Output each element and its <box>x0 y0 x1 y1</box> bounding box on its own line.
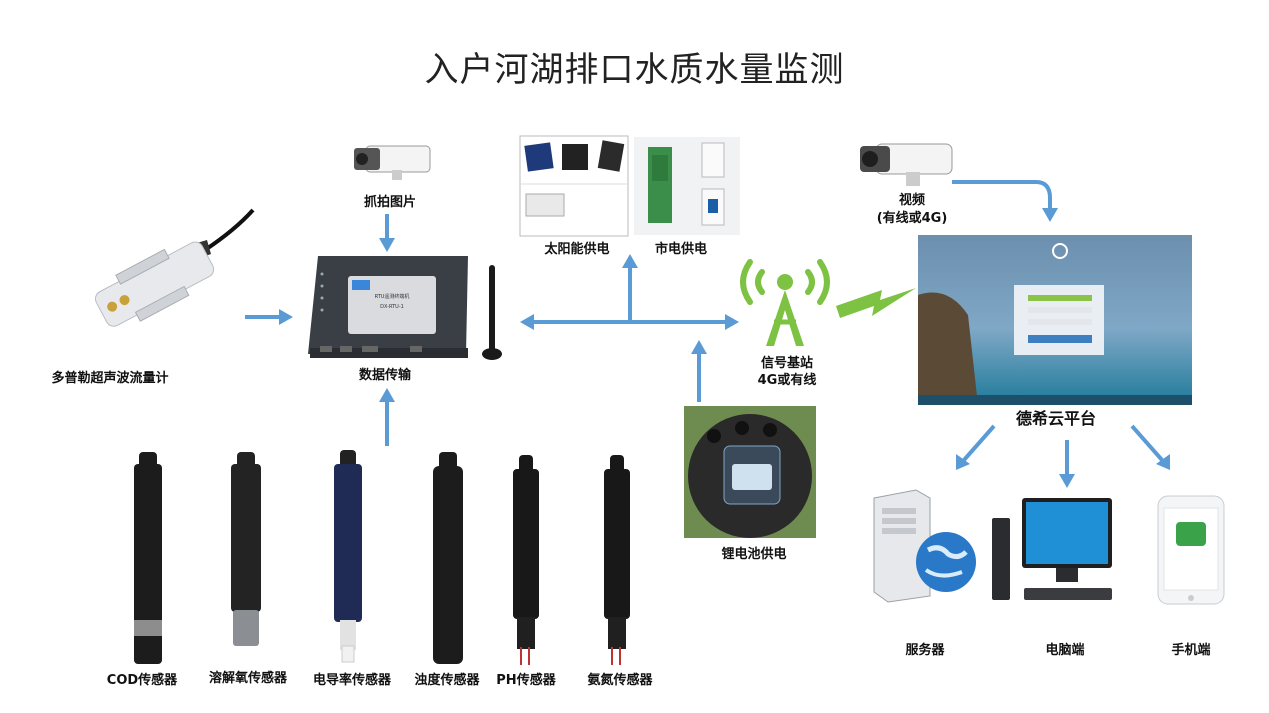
arrow-cloud-to-server <box>956 424 996 470</box>
sensor-label-cod: COD传感器 <box>106 673 178 688</box>
battery-label: 锂电池供电 <box>721 547 787 562</box>
doppler-flowmeter-image <box>85 208 260 340</box>
signal-tower-icon <box>732 250 838 348</box>
arrow-video-to-cloud <box>952 180 1058 222</box>
pc-label: 电脑端 <box>1045 643 1085 658</box>
solar-supply-image <box>519 135 629 237</box>
globe-icon <box>916 532 976 592</box>
server-label: 服务器 <box>905 643 945 658</box>
arrow-cloud-to-pc <box>1059 440 1075 488</box>
arrow-battery-to-station <box>691 340 707 402</box>
mobile-label: 手机端 <box>1171 643 1211 658</box>
video-camera-icon <box>858 138 954 188</box>
battery-supply-image <box>684 406 816 538</box>
solar-label: 太阳能供电 <box>544 242 610 257</box>
sensor-label-ammonia: 氨氮传感器 <box>587 673 653 688</box>
mains-supply-image <box>634 137 740 235</box>
lightning-icon <box>836 288 916 318</box>
doppler-label: 多普勒超声波流量计 <box>51 371 169 386</box>
station-label-line2: 4G或有线 <box>757 373 817 388</box>
station-label-line1: 信号基站 <box>760 356 813 371</box>
sensor-turbidity-image <box>430 452 466 666</box>
video-label-line2: (有线或4G) <box>876 211 948 226</box>
arrow-doppler-to-rtu <box>245 309 293 325</box>
rtu-model-text: DX-RTU-1 <box>380 304 404 310</box>
rtu-device: RTU遥测终端机 DX-RTU-1 <box>300 250 530 365</box>
arrow-sensors-to-rtu <box>379 388 395 446</box>
camera-icon <box>352 142 434 182</box>
sensor-ec-image <box>330 450 366 664</box>
pc-image <box>990 494 1116 608</box>
sensor-label-ec: 电导率传感器 <box>312 673 391 688</box>
sensor-label-do: 溶解氧传感器 <box>208 671 287 686</box>
arrow-capture-to-rtu <box>379 214 395 252</box>
mains-label: 市电供电 <box>654 242 707 257</box>
arrow-rtu-station-link <box>520 254 739 330</box>
cloud-logo-icon <box>1052 243 1068 259</box>
rtu-label: 数据传输 <box>358 368 411 383</box>
server-image <box>868 488 984 604</box>
capture-label: 抓拍图片 <box>363 195 416 210</box>
sensor-label-ph: PH传感器 <box>496 673 556 688</box>
sensor-label-turbidity: 浊度传感器 <box>414 673 480 688</box>
sensor-cod-image <box>131 452 165 666</box>
video-label-line1: 视频 <box>898 193 925 208</box>
arrow-cloud-to-mobile <box>1130 424 1170 470</box>
page-title: 入户河湖排口水质水量监测 <box>424 50 845 90</box>
sensor-do-image <box>228 452 264 648</box>
cloud-platform-screen <box>918 235 1192 405</box>
sensor-ammonia-image <box>599 455 635 669</box>
rtu-name-text: RTU遥测终端机 <box>375 293 410 300</box>
mobile-image <box>1156 494 1226 606</box>
cloud-label: 德希云平台 <box>1015 409 1096 428</box>
sensor-ph-image <box>508 455 544 669</box>
